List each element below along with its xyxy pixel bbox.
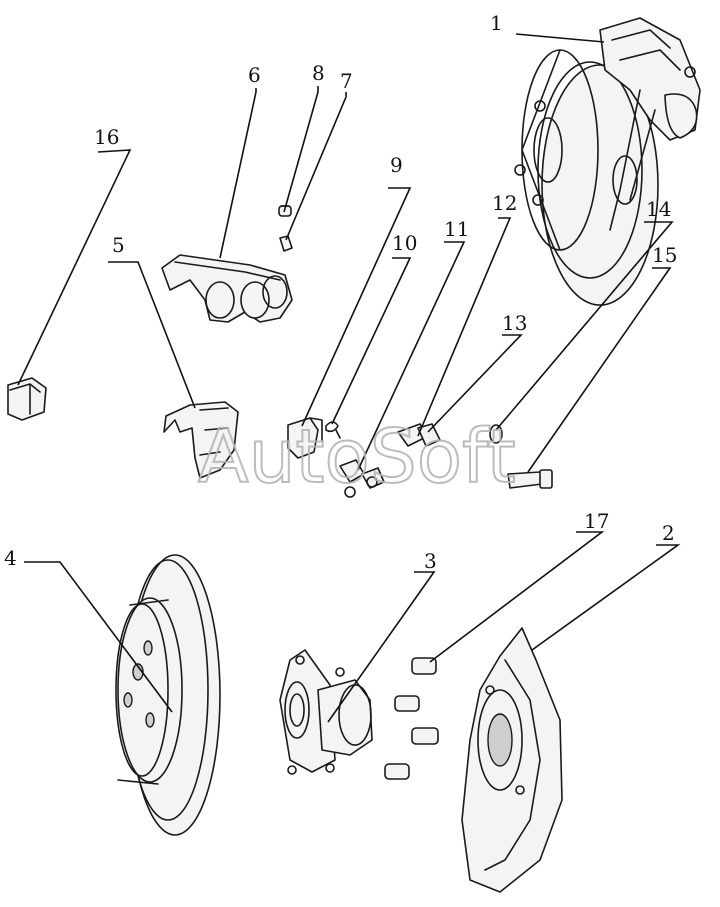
part-9-pad-clip xyxy=(287,417,323,459)
callout-13: 13 xyxy=(502,311,527,335)
callout-9: 9 xyxy=(390,153,403,177)
part-14-washer xyxy=(489,424,503,444)
part-3-hub-bearing xyxy=(279,649,373,775)
callout-3: 3 xyxy=(424,549,437,573)
callout-5: 5 xyxy=(112,233,125,257)
part-2-dust-shield xyxy=(461,627,563,893)
callout-17: 17 xyxy=(584,509,609,533)
callout-7: 7 xyxy=(340,69,353,93)
part-17-wheel-studs xyxy=(384,657,439,780)
callout-labels: 1 2 3 4 5 6 7 8 9 10 11 12 13 14 15 16 1… xyxy=(4,11,677,573)
part-4-brake-disc xyxy=(115,554,221,836)
callout-2: 2 xyxy=(662,521,675,545)
callout-12: 12 xyxy=(492,191,517,215)
callout-11: 11 xyxy=(444,217,469,241)
callout-10: 10 xyxy=(392,231,417,255)
callout-16: 16 xyxy=(94,125,119,149)
part-13-bushing xyxy=(417,423,441,447)
part-5-caliper-bracket xyxy=(163,401,239,479)
part-10-retaining-spring xyxy=(325,421,341,439)
part-6-caliper-body xyxy=(161,254,293,323)
part-16-pad-clip xyxy=(7,377,47,421)
part-11-guide-pins xyxy=(339,459,385,498)
callout-14: 14 xyxy=(646,197,671,221)
leader-lines xyxy=(17,33,681,723)
watermark-text: AutoSoft xyxy=(198,414,516,500)
part-1-brake-assembly xyxy=(514,17,701,306)
part-7-bleeder-cap xyxy=(279,235,293,252)
callout-4: 4 xyxy=(4,546,17,570)
callout-8: 8 xyxy=(312,61,325,85)
callout-6: 6 xyxy=(248,63,261,87)
callout-1: 1 xyxy=(490,11,503,35)
callout-15: 15 xyxy=(652,243,677,267)
part-15-bolt xyxy=(507,469,553,489)
